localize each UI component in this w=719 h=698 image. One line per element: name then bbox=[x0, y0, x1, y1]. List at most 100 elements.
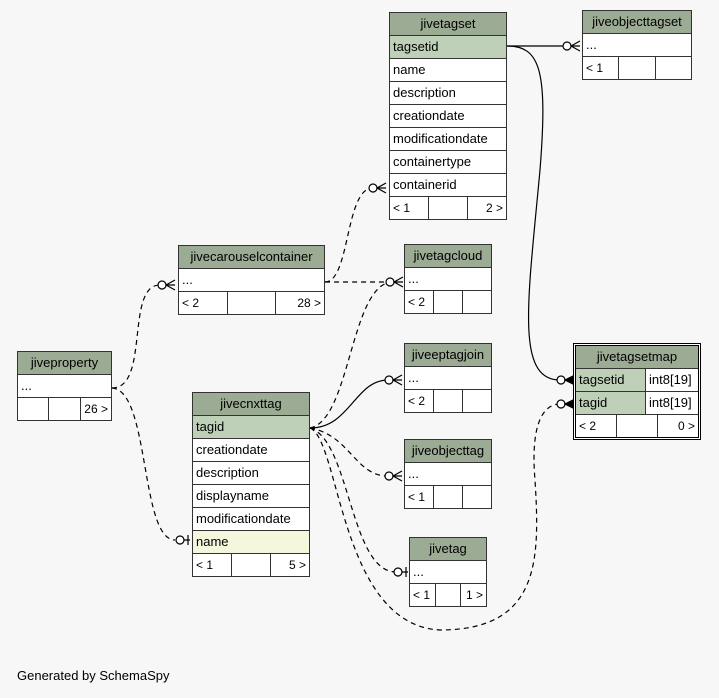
spacer bbox=[429, 197, 468, 219]
optional-marker bbox=[385, 277, 395, 287]
column-row: containerid bbox=[390, 174, 506, 197]
table-jivetagsetmap[interactable]: jivetagsetmap tagsetid int8[19] tagid in… bbox=[573, 343, 701, 440]
table-title: jiveproperty bbox=[18, 352, 111, 375]
spacer bbox=[619, 57, 656, 79]
table-jivetag[interactable]: jivetag ... < 1 1 > bbox=[409, 537, 487, 607]
relationship-counts: < 1 5 > bbox=[193, 554, 309, 576]
parents-count: < 2 bbox=[405, 390, 434, 412]
spacer bbox=[436, 584, 462, 606]
table-jivetagcloud[interactable]: jivetagcloud ... < 2 bbox=[404, 244, 492, 314]
table-jivecnxttag[interactable]: jivecnxttag tagid creationdate descripti… bbox=[192, 392, 310, 577]
spacer bbox=[434, 291, 463, 313]
table-jiveeptagjoin[interactable]: jiveeptagjoin ... < 2 bbox=[404, 343, 492, 413]
spacer bbox=[434, 390, 463, 412]
relationship-counts: < 2 bbox=[405, 390, 491, 412]
column-row: ... bbox=[405, 367, 491, 390]
column-row: description bbox=[193, 462, 309, 485]
parents-count: < 1 bbox=[193, 554, 232, 576]
column-row: ... bbox=[18, 375, 111, 398]
optional-marker bbox=[368, 183, 378, 193]
table-jiveobjecttagset[interactable]: jiveobjecttagset ... < 1 bbox=[582, 10, 692, 80]
column-row: tagsetid bbox=[390, 36, 506, 59]
children-count: 28 > bbox=[297, 296, 322, 310]
table-title: jivetagset bbox=[390, 13, 506, 36]
optional-marker bbox=[175, 535, 185, 545]
children-count bbox=[656, 57, 691, 79]
edge-cnxttag-jivetag bbox=[309, 427, 397, 573]
edge-cnxttag-tagcloud bbox=[309, 281, 391, 429]
column-row: name bbox=[193, 531, 309, 554]
parents-count: < 1 bbox=[583, 57, 620, 79]
optional-marker bbox=[562, 41, 572, 51]
column-row: tagid int8[19] bbox=[576, 392, 698, 415]
children-count: 26 > bbox=[84, 402, 108, 416]
relationship-counts: < 1 1 > bbox=[410, 584, 486, 606]
parents-count: < 2 bbox=[405, 291, 434, 313]
column-name: tagid bbox=[576, 392, 645, 414]
crowfoot-marker bbox=[184, 535, 190, 545]
relationship-counts: < 2 28 > bbox=[179, 292, 324, 314]
optional-marker bbox=[384, 471, 394, 481]
column-row: name bbox=[390, 59, 506, 82]
table-title: jiveobjecttag bbox=[405, 440, 491, 463]
edge-carousel-tagset bbox=[324, 187, 373, 283]
crowfoot-marker bbox=[392, 374, 403, 386]
spacer bbox=[232, 554, 271, 576]
table-title: jivetag bbox=[410, 538, 486, 561]
column-row: tagsetid int8[19] bbox=[576, 369, 698, 392]
crowfoot-marker bbox=[165, 279, 176, 291]
spacer bbox=[49, 398, 81, 420]
column-type: int8[19] bbox=[645, 369, 698, 391]
children-count: 0 > bbox=[677, 419, 695, 433]
optional-marker bbox=[393, 567, 403, 577]
column-row: ... bbox=[410, 561, 486, 584]
spacer bbox=[228, 292, 277, 314]
column-row: description bbox=[390, 82, 506, 105]
column-row: containertype bbox=[390, 151, 506, 174]
column-row: creationdate bbox=[193, 439, 309, 462]
table-title: jiveobjecttagset bbox=[583, 11, 691, 34]
table-jiveobjecttag[interactable]: jiveobjecttag ... < 1 bbox=[404, 439, 492, 509]
relationship-counts: < 1 2 > bbox=[390, 197, 506, 219]
edge-tagset-tagsetmap bbox=[506, 45, 561, 381]
children-count bbox=[463, 486, 491, 508]
generated-by-label: Generated by SchemaSpy bbox=[17, 668, 170, 683]
column-row: modificationdate bbox=[390, 128, 506, 151]
children-count bbox=[463, 291, 491, 313]
relationship-counts: < 2 bbox=[405, 291, 491, 313]
column-name: tagsetid bbox=[576, 369, 645, 391]
crowfoot-marker bbox=[570, 40, 581, 52]
crowfoot-marker bbox=[392, 470, 403, 482]
column-row: ... bbox=[405, 463, 491, 486]
parents-count: < 1 bbox=[405, 486, 434, 508]
edge-property-cnxttag bbox=[111, 387, 176, 541]
table-jiveproperty[interactable]: jiveproperty ... 26 > bbox=[17, 351, 112, 421]
spacer bbox=[617, 415, 658, 437]
crowfoot-marker bbox=[393, 276, 404, 288]
table-title: jivetagcloud bbox=[405, 245, 491, 268]
parents-count: < 1 bbox=[410, 584, 436, 606]
parents-count bbox=[18, 398, 50, 420]
edge-cnxttag-objecttag bbox=[309, 427, 389, 477]
table-jivetagset[interactable]: jivetagset tagsetid name description cre… bbox=[389, 12, 507, 220]
column-row: ... bbox=[405, 268, 491, 291]
parents-count: < 2 bbox=[576, 415, 617, 437]
relationship-counts: < 1 bbox=[583, 57, 691, 79]
table-title: jivecnxttag bbox=[193, 393, 309, 416]
children-count: 1 > bbox=[466, 588, 484, 602]
column-row: ... bbox=[583, 34, 691, 57]
column-type: int8[19] bbox=[645, 392, 698, 414]
optional-marker bbox=[157, 280, 167, 290]
optional-marker bbox=[384, 375, 394, 385]
table-title: jivecarouselcontainer bbox=[179, 246, 324, 269]
children-count bbox=[463, 390, 491, 412]
children-count: 2 > bbox=[485, 201, 503, 215]
edge-property-carousel bbox=[111, 284, 161, 389]
relationship-counts: < 2 0 > bbox=[576, 415, 698, 437]
column-row: ... bbox=[179, 269, 324, 292]
table-jivecarouselcontainer[interactable]: jivecarouselcontainer ... < 2 28 > bbox=[178, 245, 325, 315]
table-title: jiveeptagjoin bbox=[405, 344, 491, 367]
edge-cnxttag-eptagjoin bbox=[309, 379, 389, 429]
children-count: 5 > bbox=[288, 558, 306, 572]
